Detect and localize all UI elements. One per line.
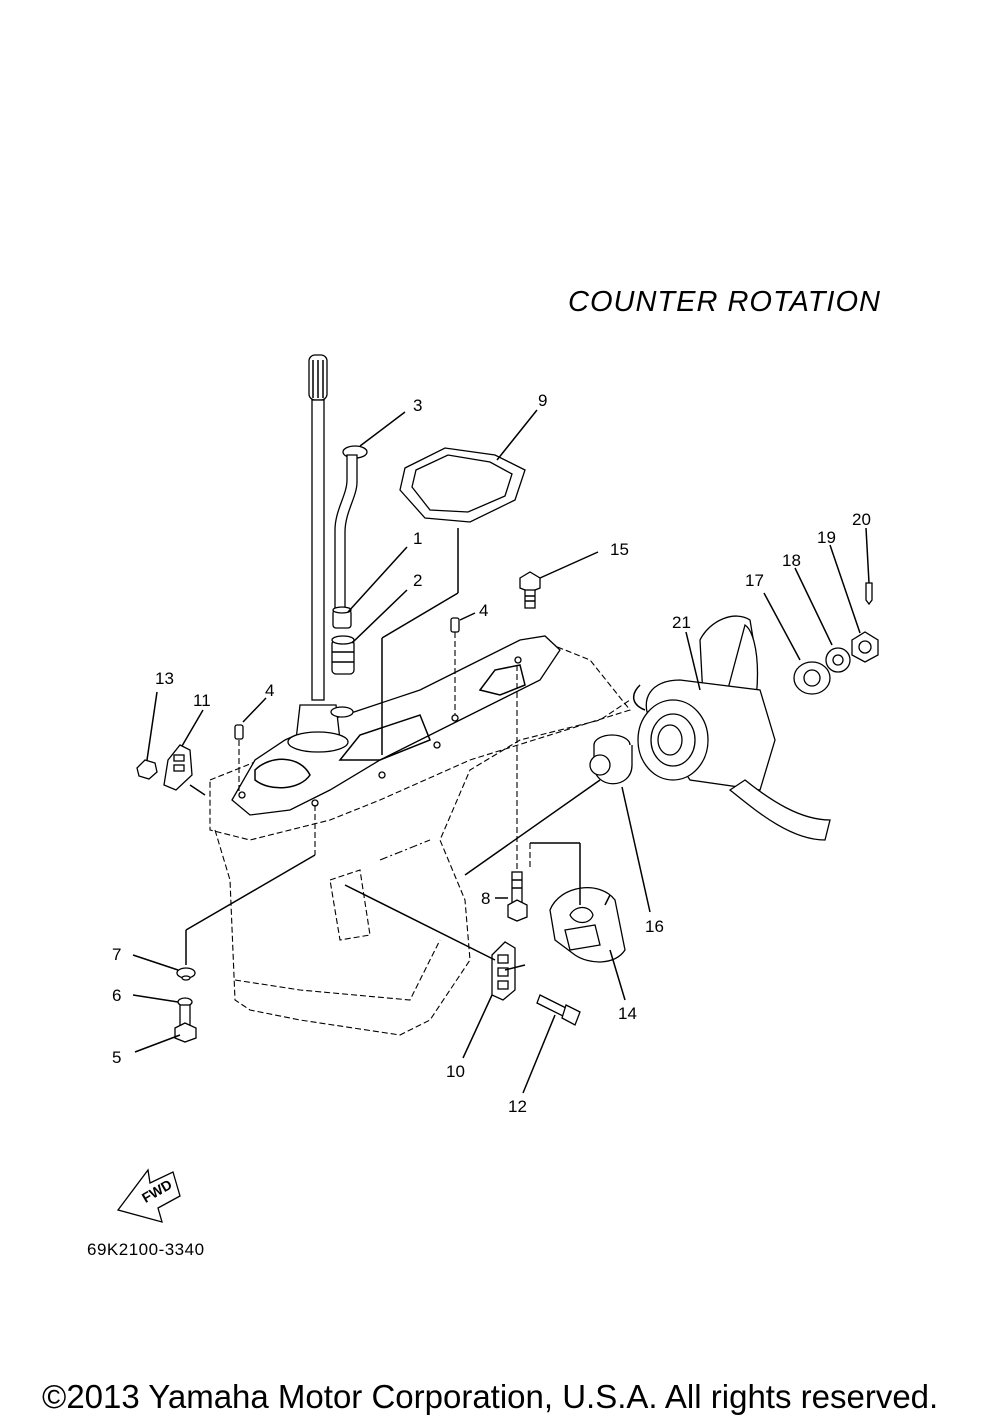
callout-1: 1	[413, 529, 422, 548]
callout-6: 6	[112, 986, 121, 1005]
screw-12	[536, 994, 581, 1026]
drive-shaft	[287, 354, 349, 753]
callout-14: 14	[618, 1004, 637, 1023]
callout-8: 8	[481, 889, 490, 908]
tube-seat	[330, 706, 354, 718]
washer-7-hole	[181, 975, 191, 981]
callout-16: 16	[645, 917, 664, 936]
callout-20: 20	[852, 510, 871, 529]
water-tube	[334, 445, 368, 616]
anode-11	[163, 744, 193, 791]
callout-11: 11	[193, 691, 211, 710]
callout-4-left: 4	[265, 681, 274, 700]
washer-18	[825, 647, 851, 673]
callout-7: 7	[112, 945, 121, 964]
callout-5: 5	[112, 1048, 121, 1067]
spacer-17	[793, 661, 831, 695]
cotter-pin-20	[865, 582, 873, 606]
nut-19	[851, 631, 879, 663]
bolt-8	[507, 871, 528, 922]
copyright-notice: ©2013 Yamaha Motor Corporation, U.S.A. A…	[42, 1378, 939, 1415]
callout-3: 3	[413, 396, 422, 415]
diagram-code: 69K2100-3340	[87, 1240, 205, 1259]
callout-17: 17	[745, 571, 764, 590]
callout-9: 9	[538, 391, 547, 410]
diagram-title: COUNTER ROTATION	[568, 286, 881, 318]
leader-lines	[132, 409, 870, 1094]
callout-numbers: 3 9 1 2 4 4 15 13 11 7 6 5 8 10 12 14 16…	[112, 391, 871, 1116]
callout-19: 19	[817, 528, 836, 547]
callout-18: 18	[782, 551, 801, 570]
callout-10: 10	[446, 1062, 465, 1081]
seal	[331, 635, 355, 675]
anode-10	[491, 941, 516, 1001]
bolt-5	[174, 1004, 197, 1043]
callout-21: 21	[672, 613, 691, 632]
grommet	[332, 606, 352, 629]
callout-2: 2	[413, 571, 422, 590]
callout-15: 15	[610, 540, 629, 559]
trim-tab-14	[549, 887, 626, 963]
callout-12: 12	[508, 1097, 527, 1116]
bolt-15	[519, 571, 541, 609]
nut-13	[136, 759, 158, 780]
gasket	[399, 447, 526, 523]
fwd-arrow-icon	[116, 1168, 181, 1223]
callout-4-right: 4	[479, 601, 488, 620]
dowel-pin-right	[450, 617, 460, 633]
dowel-pin-left	[234, 724, 244, 740]
propeller-21	[633, 615, 831, 841]
seal-16	[589, 734, 633, 785]
callout-13: 13	[155, 669, 174, 688]
